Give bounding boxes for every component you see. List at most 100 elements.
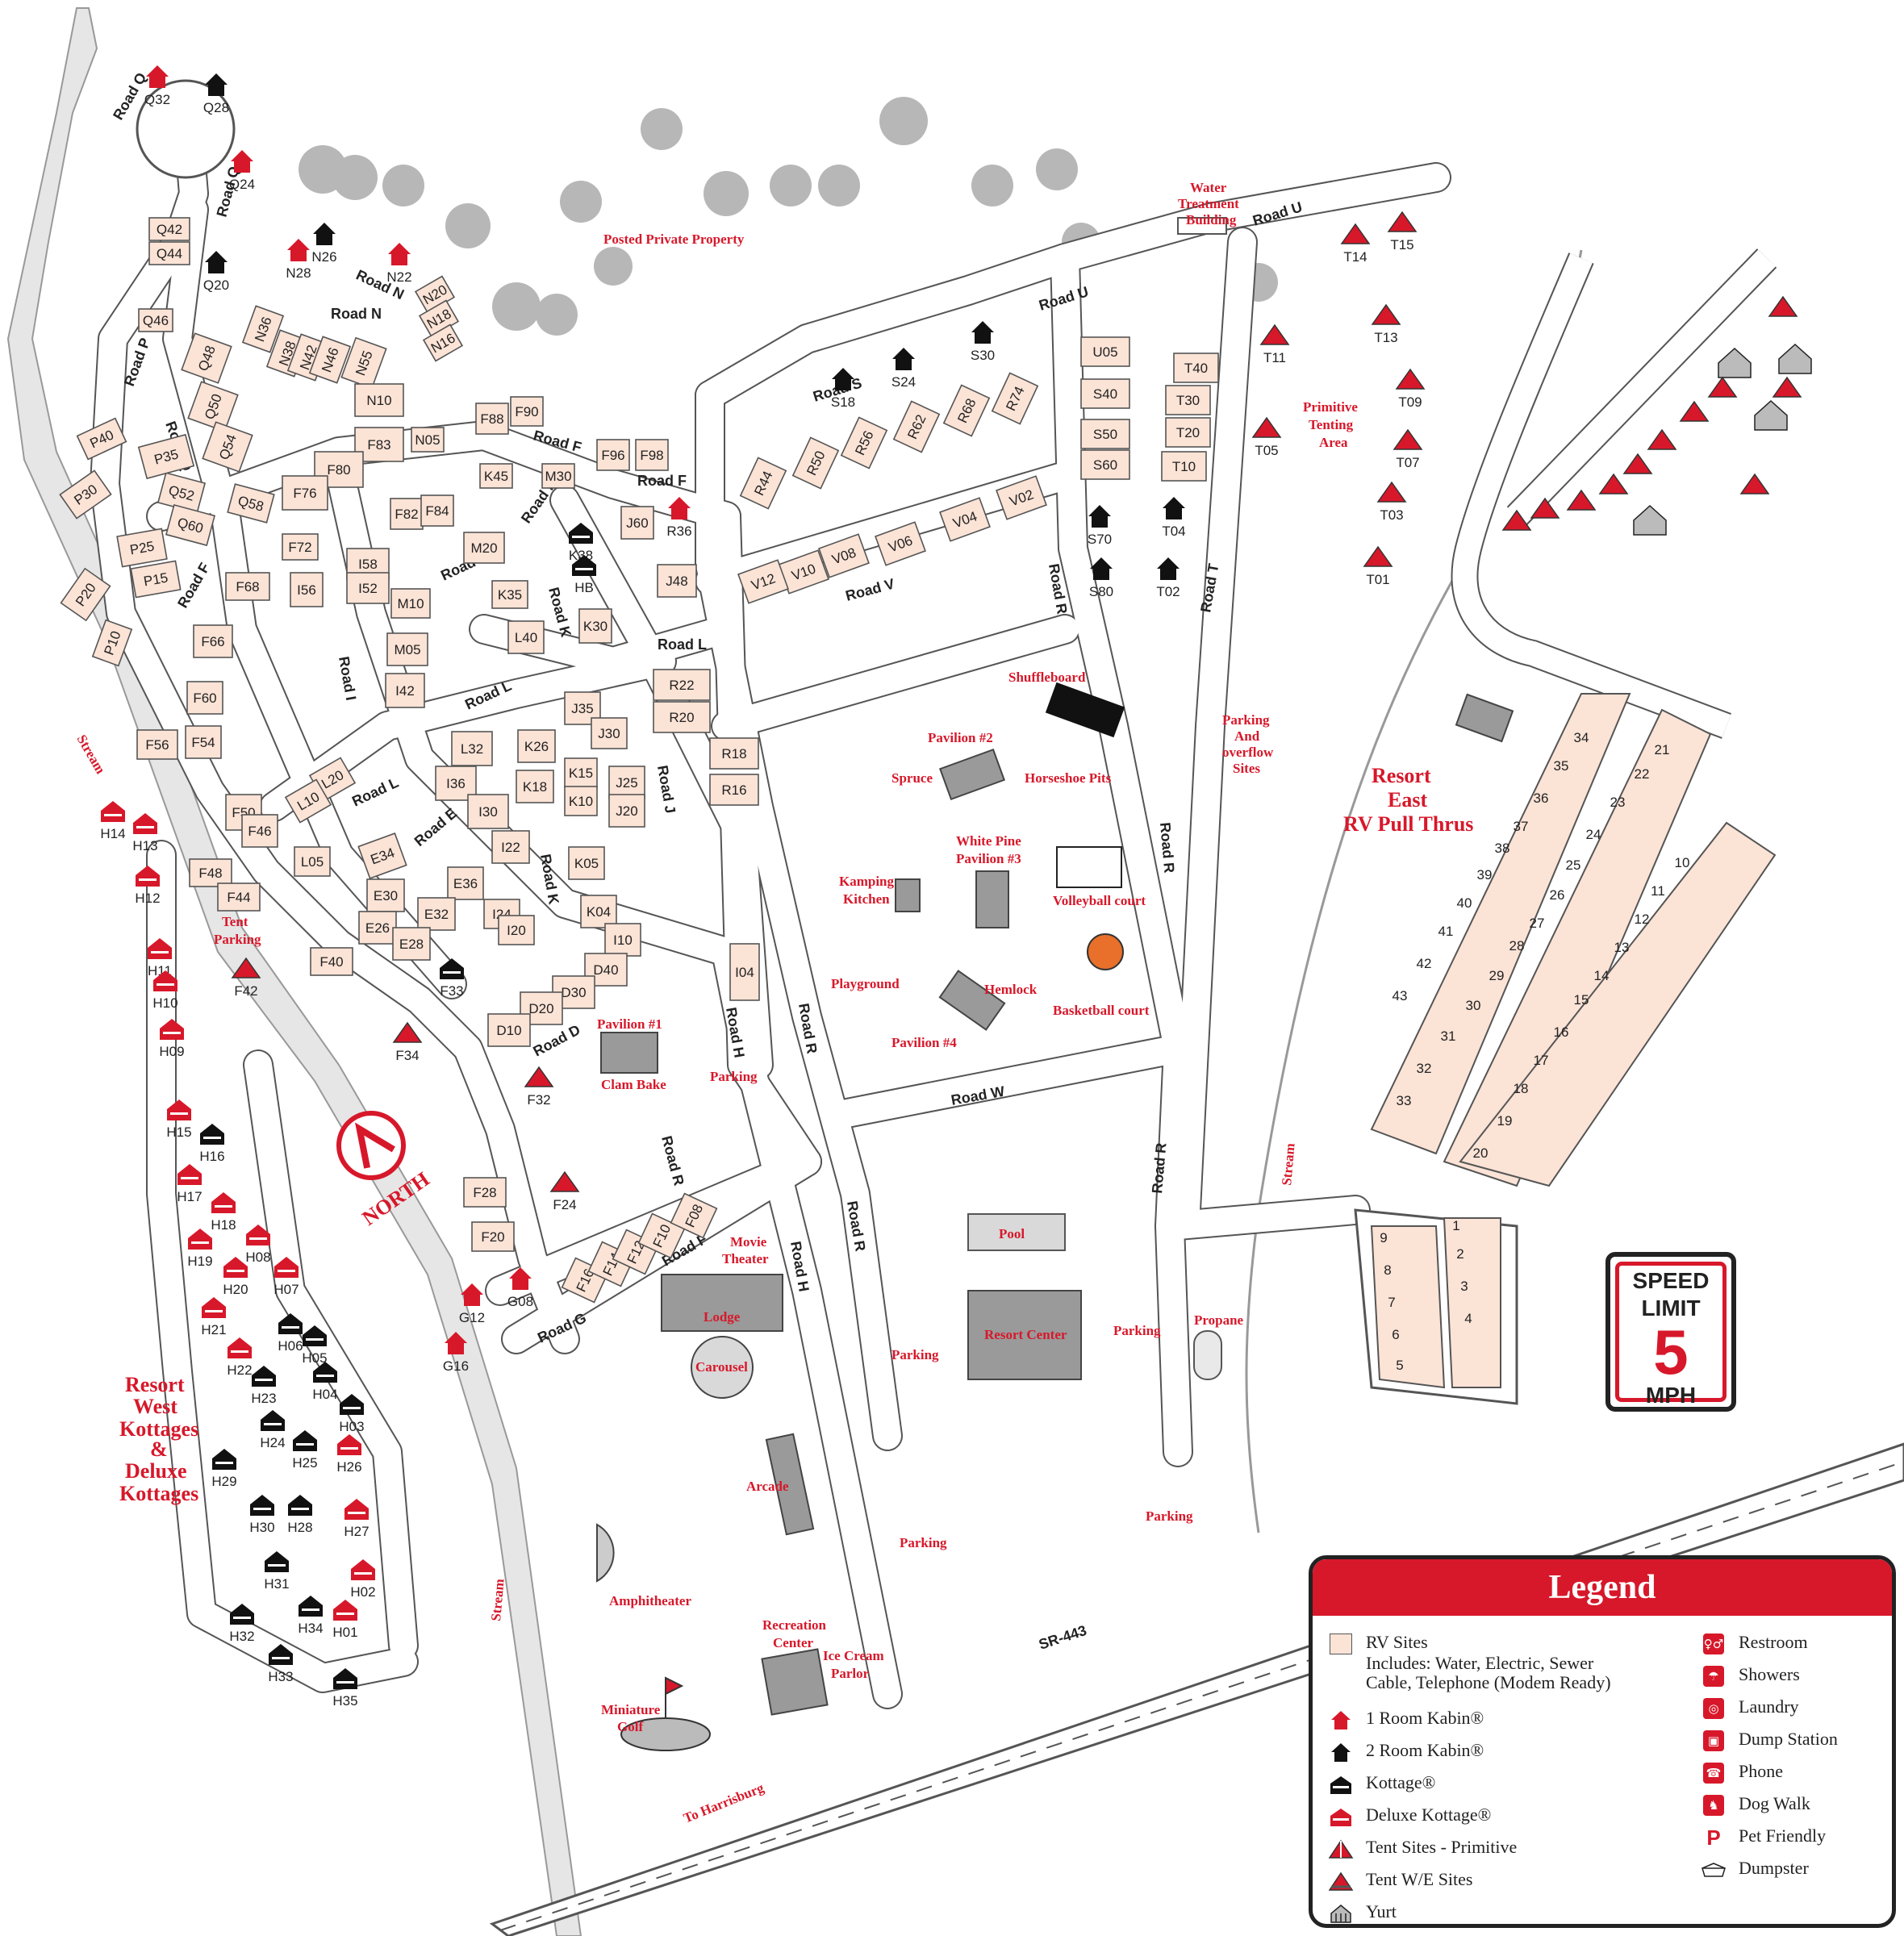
deluxe-kottage-icon[interactable]: H12 xyxy=(135,866,161,906)
one-room-kabin-icon[interactable]: Q24 xyxy=(229,150,255,192)
rv-site[interactable]: L05 xyxy=(294,846,331,877)
one-room-kabin-icon[interactable]: G12 xyxy=(459,1283,485,1325)
rv-site[interactable]: M30 xyxy=(541,463,575,489)
rv-site[interactable]: F98 xyxy=(635,439,669,471)
tent-site-icon[interactable]: F34 xyxy=(392,1021,423,1063)
rv-site[interactable]: S60 xyxy=(1080,449,1130,480)
rv-site[interactable]: V06 xyxy=(875,521,926,566)
rv-site[interactable]: N20 xyxy=(414,275,456,314)
rv-site[interactable]: R74 xyxy=(991,372,1039,425)
rv-site[interactable]: S40 xyxy=(1080,378,1130,409)
kottage-icon[interactable]: HB xyxy=(572,555,596,595)
east-rv-site[interactable]: 32 xyxy=(1417,1061,1432,1076)
kottage-icon[interactable]: H06 xyxy=(278,1313,303,1354)
rv-site[interactable]: F96 xyxy=(596,439,630,471)
rv-site[interactable]: F66 xyxy=(193,624,233,658)
rv-site[interactable]: L10 xyxy=(284,778,332,824)
rv-site[interactable]: E36 xyxy=(447,866,484,900)
rv-site[interactable]: U05 xyxy=(1080,336,1130,367)
tent-site-icon[interactable]: F32 xyxy=(524,1066,554,1108)
east-rv-site[interactable]: 41 xyxy=(1438,924,1454,939)
kottage-icon[interactable]: H03 xyxy=(339,1394,365,1434)
kottage-icon[interactable]: F33 xyxy=(440,958,464,999)
deluxe-kottage-icon[interactable]: H08 xyxy=(245,1225,271,1265)
rv-site[interactable]: F56 xyxy=(136,729,178,760)
east-rv-site[interactable]: 1 xyxy=(1452,1218,1459,1233)
east-rv-site[interactable]: 2 xyxy=(1456,1246,1463,1262)
rv-site[interactable]: N46 xyxy=(308,336,352,384)
rv-site[interactable]: J20 xyxy=(608,794,645,828)
deluxe-kottage-icon[interactable]: H15 xyxy=(166,1099,192,1140)
deluxe-kottage-icon[interactable]: H19 xyxy=(187,1229,213,1269)
kottage-icon[interactable]: H04 xyxy=(312,1362,338,1402)
kottage-icon[interactable]: H16 xyxy=(199,1124,225,1164)
rv-site[interactable]: K10 xyxy=(564,786,598,816)
rv-site[interactable]: F46 xyxy=(241,814,278,848)
rv-site[interactable]: V02 xyxy=(996,475,1047,520)
rv-site[interactable]: Q46 xyxy=(138,308,173,332)
rv-site[interactable]: F40 xyxy=(310,947,353,976)
rv-site[interactable]: F20 xyxy=(471,1221,515,1252)
tent-site-icon[interactable] xyxy=(1530,497,1560,519)
deluxe-kottage-icon[interactable]: H07 xyxy=(273,1257,299,1297)
rv-site[interactable]: F10 xyxy=(637,1212,686,1259)
east-rv-site[interactable]: 6 xyxy=(1392,1327,1399,1342)
east-rv-site[interactable]: 34 xyxy=(1574,730,1589,745)
rv-site[interactable]: R50 xyxy=(791,436,840,490)
rv-site[interactable]: R62 xyxy=(892,400,941,453)
two-room-kabin-icon[interactable]: N26 xyxy=(311,223,337,265)
kottage-icon[interactable]: H30 xyxy=(249,1495,275,1535)
rv-site[interactable]: T10 xyxy=(1161,451,1207,482)
rv-site[interactable]: V12 xyxy=(737,559,789,604)
rv-site[interactable]: V08 xyxy=(818,533,870,578)
rv-site[interactable]: N05 xyxy=(411,427,445,453)
east-rv-site[interactable]: 28 xyxy=(1509,938,1525,953)
rv-site[interactable]: J60 xyxy=(620,506,654,540)
tent-site-icon[interactable]: T14 xyxy=(1340,223,1371,265)
rv-site[interactable]: R16 xyxy=(709,774,759,806)
tent-site-icon[interactable]: T11 xyxy=(1259,323,1290,365)
rv-site[interactable]: R22 xyxy=(653,669,711,701)
tent-site-icon[interactable] xyxy=(1598,473,1629,494)
kottage-icon[interactable]: H24 xyxy=(260,1410,286,1450)
kottage-icon[interactable]: H29 xyxy=(211,1449,237,1489)
rv-site[interactable]: F68 xyxy=(225,572,270,601)
east-rv-site[interactable]: 31 xyxy=(1441,1028,1456,1044)
kottage-icon[interactable]: H23 xyxy=(251,1366,277,1406)
rv-site[interactable]: E34 xyxy=(357,832,407,879)
east-rv-site[interactable]: 43 xyxy=(1393,988,1408,1003)
east-rv-site[interactable]: 23 xyxy=(1610,795,1626,810)
yurt-icon[interactable] xyxy=(1718,347,1752,378)
one-room-kabin-icon[interactable]: R36 xyxy=(666,497,692,539)
rv-site[interactable]: J25 xyxy=(608,766,645,799)
rv-site[interactable]: R20 xyxy=(653,701,711,733)
deluxe-kottage-icon[interactable]: H22 xyxy=(227,1337,253,1378)
rv-site[interactable]: K26 xyxy=(517,729,556,763)
rv-site[interactable]: L32 xyxy=(451,731,493,766)
rv-site[interactable]: K15 xyxy=(564,757,598,788)
yurt-icon[interactable] xyxy=(1754,399,1788,431)
kottage-icon[interactable]: H28 xyxy=(287,1495,313,1535)
deluxe-kottage-icon[interactable]: H09 xyxy=(159,1019,185,1059)
rv-site[interactable]: I42 xyxy=(385,673,425,708)
rv-site[interactable]: E28 xyxy=(392,927,431,961)
rv-site[interactable]: Q42 xyxy=(148,217,190,241)
rv-site[interactable]: I20 xyxy=(498,915,535,945)
east-rv-site[interactable]: 4 xyxy=(1464,1311,1472,1326)
kottage-icon[interactable]: H31 xyxy=(264,1551,290,1592)
east-rv-site[interactable]: 9 xyxy=(1380,1230,1387,1245)
one-room-kabin-icon[interactable]: Q32 xyxy=(144,65,170,107)
rv-site[interactable]: M05 xyxy=(386,632,428,666)
tent-site-icon[interactable] xyxy=(1739,473,1770,494)
east-rv-site[interactable]: 3 xyxy=(1460,1279,1468,1294)
tent-site-icon[interactable]: T09 xyxy=(1395,368,1426,410)
rv-site[interactable]: F54 xyxy=(185,725,222,759)
rv-site[interactable]: P25 xyxy=(116,528,168,568)
east-rv-site[interactable]: 18 xyxy=(1514,1081,1529,1096)
east-rv-site[interactable]: 16 xyxy=(1554,1024,1569,1040)
yurt-icon[interactable] xyxy=(1633,504,1667,536)
rv-site[interactable]: K35 xyxy=(491,580,528,609)
kottage-icon[interactable]: H34 xyxy=(298,1596,324,1636)
rv-site[interactable]: E26 xyxy=(358,911,397,945)
rv-site[interactable]: V04 xyxy=(939,497,991,542)
